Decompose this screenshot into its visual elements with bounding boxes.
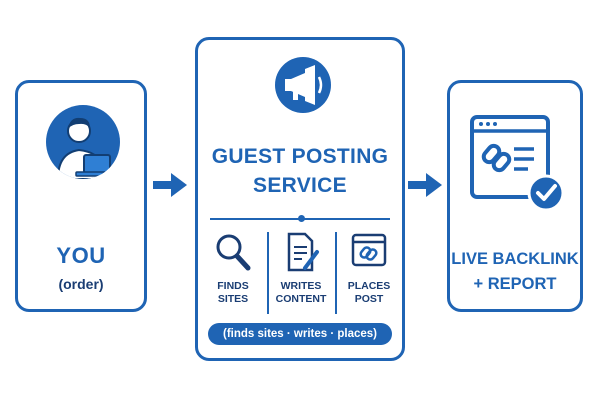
result-card: LIVE BACKLINK + REPORT [447, 80, 583, 312]
magnifier-icon [216, 234, 251, 271]
browser-link-check-icon [468, 113, 568, 230]
step-places-post: PLACES POST [337, 230, 401, 306]
column-separator [335, 232, 337, 314]
divider-dot [298, 215, 305, 222]
service-title-line2: SERVICE [253, 174, 347, 197]
step-label-line1: FINDS [217, 280, 249, 292]
step-label-line1: WRITES [280, 280, 322, 292]
arrow-right-icon [408, 173, 442, 202]
step-label-line2: CONTENT [275, 293, 327, 305]
you-title: YOU [56, 243, 106, 268]
you-card: YOU (order) [15, 80, 147, 312]
service-title-line1: GUEST POSTING [211, 145, 389, 168]
step-label-line2: POST [354, 293, 384, 305]
result-title-line1: LIVE BACKLINK [451, 250, 579, 268]
summary-pill: (finds sites · writes · places) [208, 323, 392, 345]
arrow-right-icon [153, 173, 187, 202]
megaphone-icon [275, 57, 331, 113]
step-finds-sites: FINDS SITES [201, 230, 265, 306]
step-label-line1: PLACES [347, 280, 391, 292]
person-at-laptop-icon [46, 105, 120, 179]
document-pencil-icon [287, 232, 319, 272]
you-subtitle: (order) [58, 276, 104, 292]
result-title-line2: + REPORT [473, 275, 557, 293]
browser-link-icon [351, 233, 387, 267]
step-writes-content: WRITES CONTENT [269, 230, 333, 306]
service-card: GUEST POSTING SERVICE FINDS SITES WRITES… [195, 37, 405, 361]
column-separator [267, 232, 269, 314]
step-label-line2: SITES [217, 293, 249, 305]
